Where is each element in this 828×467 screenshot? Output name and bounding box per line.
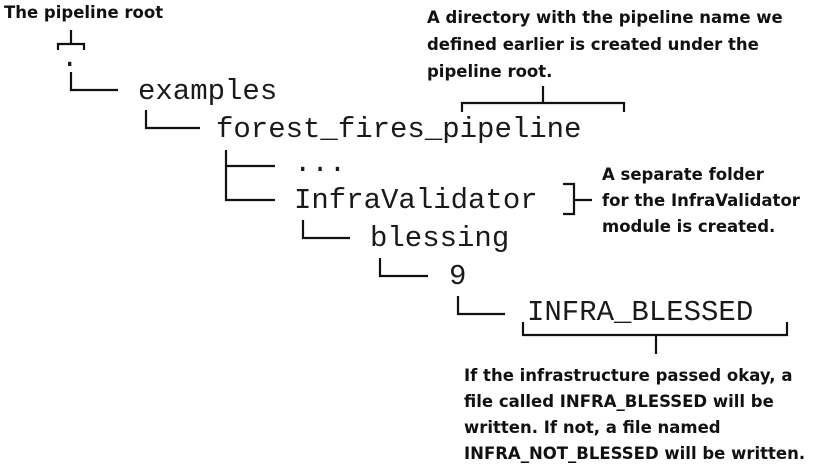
connector-infravalidator-blessing (301, 220, 350, 240)
blessed-bracket (521, 322, 789, 354)
annotation-infra-blessed-line: If the infrastructure passed okay, a (464, 366, 792, 385)
annotation-pipeline-directory-line: defined earlier is created under the (427, 35, 759, 54)
tree-item-infravalidator: InfraValidator (294, 184, 538, 217)
annotation-pipeline-directory-line: A directory with the pipeline name we (427, 8, 783, 27)
connector-version-blessed (456, 296, 505, 316)
tree-item-ellipsis: ... (294, 147, 346, 180)
annotation-pipeline-root-line: The pipeline root (4, 3, 163, 22)
annotation-infra-blessed-line: INFRA_NOT_BLESSED will be written. (464, 444, 805, 463)
tree-root-dot: . (61, 42, 78, 75)
annotation-pipeline-directory-line: pipeline root. (427, 62, 552, 81)
tree-item-blessing: blessing (370, 222, 509, 255)
infravalidator-bracket (563, 182, 592, 216)
tree-item-examples: examples (138, 75, 277, 108)
annotation-infra-blessed-line: written. If not, a file named (464, 418, 721, 437)
connector-blessing-version (378, 258, 428, 278)
annotation-infravalidator-folder-line: for the InfraValidator (602, 191, 801, 210)
tree-item-infra-blessed: INFRA_BLESSED (527, 296, 753, 329)
connector-examples-pipeline (144, 110, 200, 130)
tree-item-pipeline: forest_fires_pipeline (216, 113, 581, 146)
annotation-pipeline-root: The pipeline root (4, 3, 163, 22)
annotation-pipeline-directory: A directory with the pipeline name we de… (427, 8, 788, 81)
annotation-infravalidator-folder: A separate folder for the InfraValidator… (602, 165, 806, 236)
connector-pipeline-children (224, 150, 275, 202)
tree-item-version: 9 (449, 260, 466, 293)
root-bracket (56, 30, 86, 50)
annotation-infravalidator-folder-line: module is created. (602, 217, 775, 236)
annotation-infravalidator-folder-line: A separate folder (602, 165, 765, 184)
connector-root-examples (69, 72, 118, 92)
pipeline-bracket (460, 86, 626, 112)
annotation-infra-blessed: If the infrastructure passed okay, a fil… (464, 366, 805, 463)
annotation-infra-blessed-line: file called INFRA_BLESSED will be (464, 392, 774, 411)
